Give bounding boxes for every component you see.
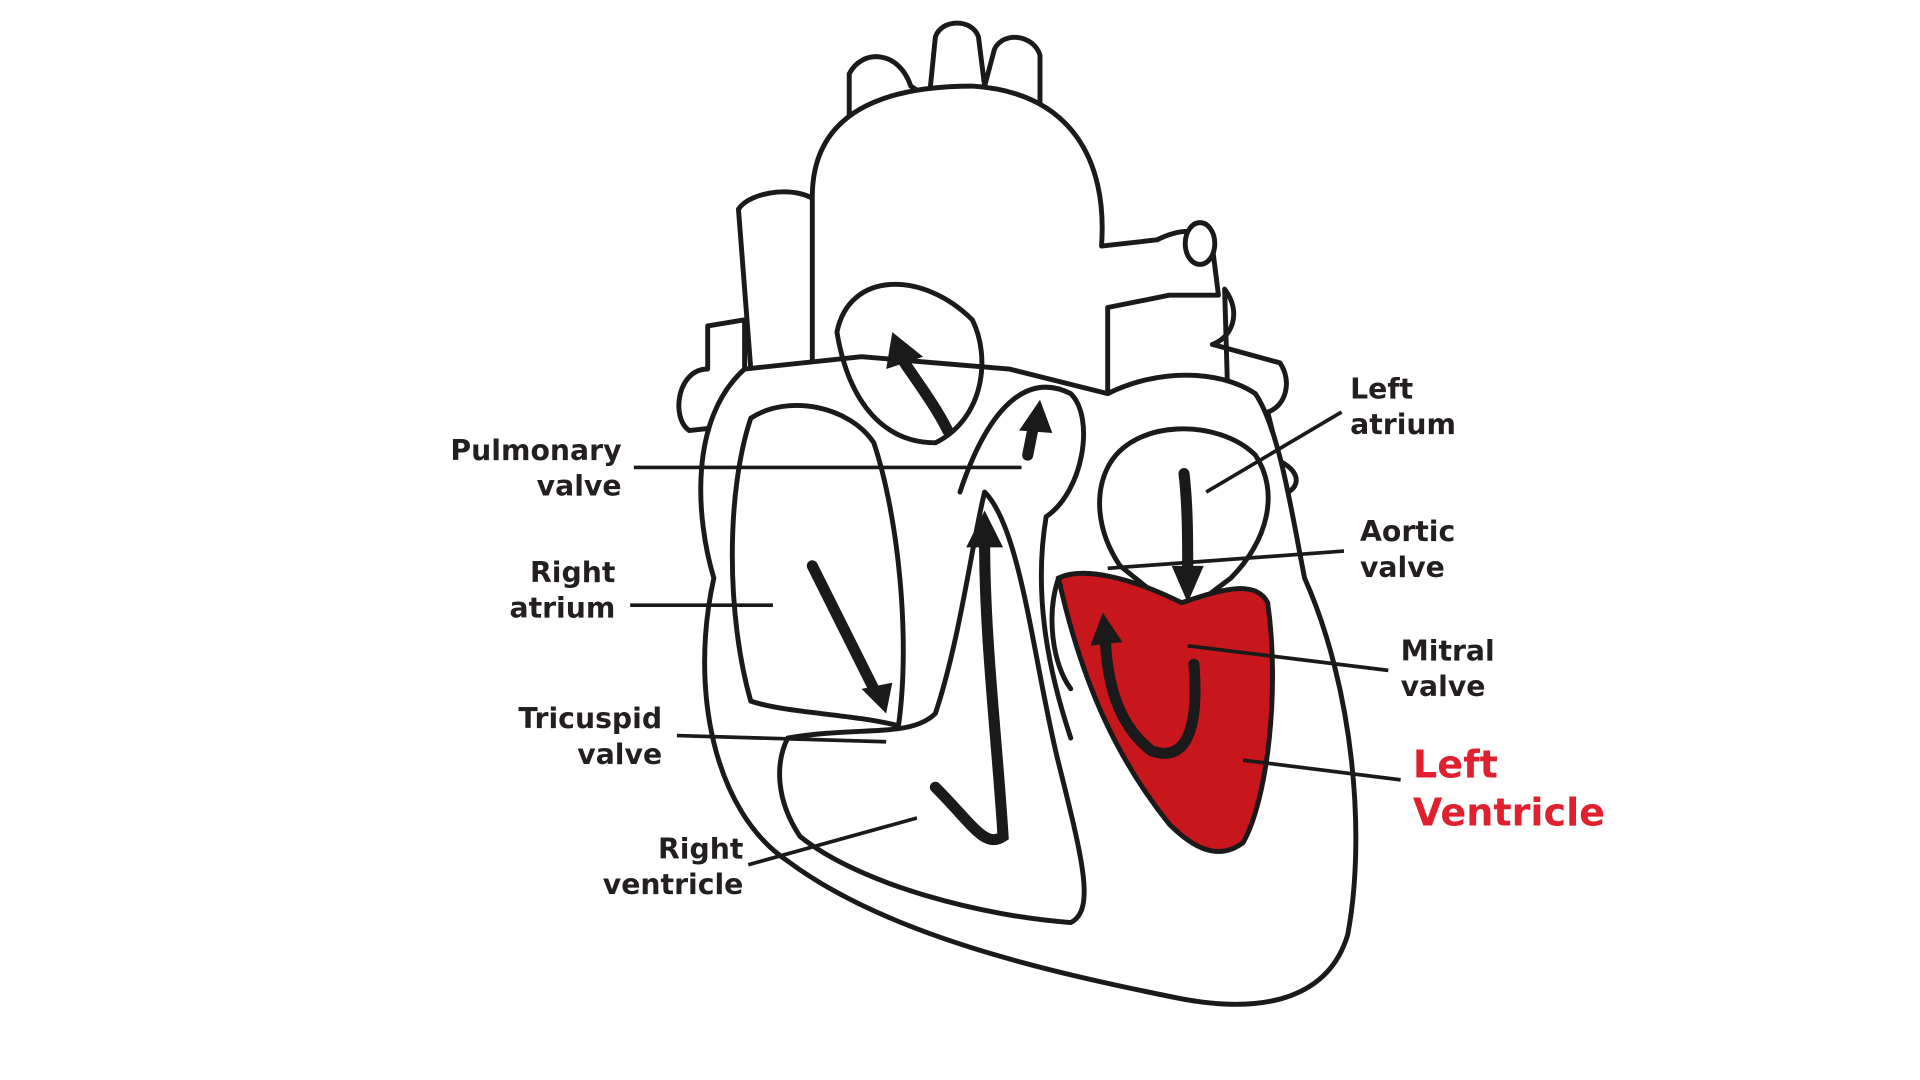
right-atrium [729, 403, 906, 729]
left-atrium [1097, 426, 1271, 618]
leader-lines [630, 410, 1401, 867]
pulmonary-artery [834, 281, 985, 446]
blood-flow-arrows [806, 332, 1204, 846]
right-ventricle [777, 489, 1087, 926]
